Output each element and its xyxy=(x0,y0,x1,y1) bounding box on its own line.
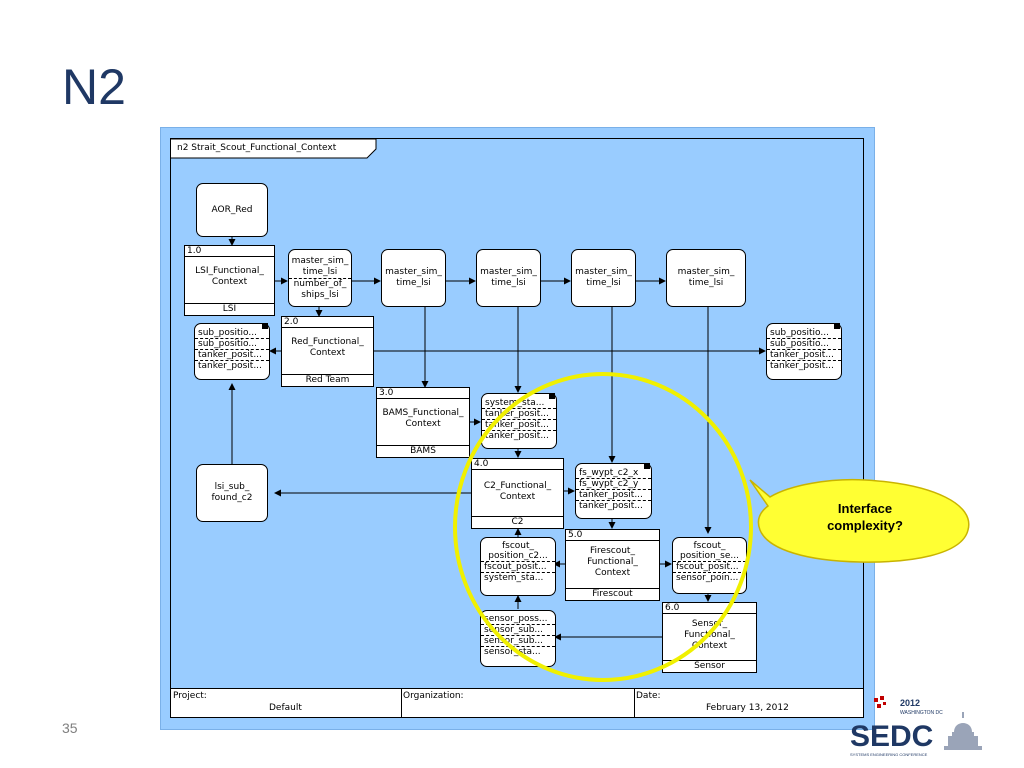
fscout-left-stack[interactable]: fscout_ position_c2... fscout_posit... s… xyxy=(480,537,556,596)
function-5-firescout[interactable]: 5.0 Firescout_ Functional_ Context Fires… xyxy=(565,529,660,601)
stack-corner-marker xyxy=(644,463,650,469)
stack-corner-marker xyxy=(834,323,840,329)
logo-tagline: SYSTEMS ENGINEERING CONFERENCE xyxy=(850,752,928,757)
callout-bubble xyxy=(749,478,970,563)
highlight-ring xyxy=(453,372,753,682)
lsi-sub-found-c2-node[interactable]: lsi_sub_ found_c2 xyxy=(196,464,268,522)
c2-output-stack[interactable]: fs_wypt_c2_x fs_wypt_c2_y tanker_posit..… xyxy=(575,463,652,519)
left-interface-stack[interactable]: sub_positio... sub_positio... tanker_pos… xyxy=(194,323,270,380)
function-4-c2[interactable]: 4.0 C2_Functional_ Context C2 xyxy=(471,458,564,529)
footer-organization-cell: Organization: xyxy=(401,689,635,717)
master-sim-node-a[interactable]: master_sim_ time_lsi number_of_ ships_ls… xyxy=(288,249,352,307)
right-interface-stack[interactable]: sub_positio... sub_positio... tanker_pos… xyxy=(766,323,842,380)
fscout-right-stack[interactable]: fscout_ position_se... fscout_posit... s… xyxy=(672,537,747,594)
function-3-bams[interactable]: 3.0 BAMS_Functional_ Context BAMS xyxy=(376,387,470,458)
function-1-lsi[interactable]: 1.0 LSI_Functional_ Context LSI xyxy=(184,245,275,316)
diagram-tab xyxy=(171,139,377,159)
connector-lines xyxy=(228,237,766,641)
footer-date-cell: Date: February 13, 2012 xyxy=(636,691,789,713)
footer-project-cell: Project: Default xyxy=(171,689,402,717)
stack-corner-marker xyxy=(262,323,268,329)
master-sim-node-d[interactable]: master_sim_ time_lsi xyxy=(571,249,636,307)
master-sim-node-e[interactable]: master_sim_ time_lsi xyxy=(666,249,746,307)
logo-mark-text: SEDC xyxy=(850,720,933,753)
function-2-red[interactable]: 2.0 Red_Functional_ Context Red Team xyxy=(281,316,374,387)
n2-diagram: n2 Strait_Scout_Functional_Context xyxy=(170,138,864,718)
master-sim-node-c[interactable]: master_sim_ time_lsi xyxy=(476,249,541,307)
logo-location: WASHINGTON DC xyxy=(900,710,943,716)
logo-year: 2012 xyxy=(900,698,920,708)
master-sim-node-b[interactable]: master_sim_ time_lsi xyxy=(381,249,446,307)
slide-title: N2 xyxy=(62,59,126,115)
sedc-logo: 2012 WASHINGTON DC SEDC SYSTEMS ENGINEER… xyxy=(850,692,990,762)
capitol-dome-icon xyxy=(944,712,982,750)
diagram-tab-title: n2 Strait_Scout_Functional_Context xyxy=(177,143,337,153)
diagram-footer: Project: Default Organization: Date: Feb… xyxy=(171,688,863,717)
callout-text: Interface complexity? xyxy=(827,501,903,533)
aor-red-node[interactable]: AOR_Red xyxy=(196,183,268,237)
sensor-output-stack[interactable]: sensor_poss... sensor_sub... sensor_sub.… xyxy=(480,610,556,667)
sedc-logo-mark: 2012 WASHINGTON DC SEDC SYSTEMS ENGINEER… xyxy=(850,696,982,757)
slide-number: 35 xyxy=(62,720,78,736)
stack-corner-marker xyxy=(549,393,555,399)
